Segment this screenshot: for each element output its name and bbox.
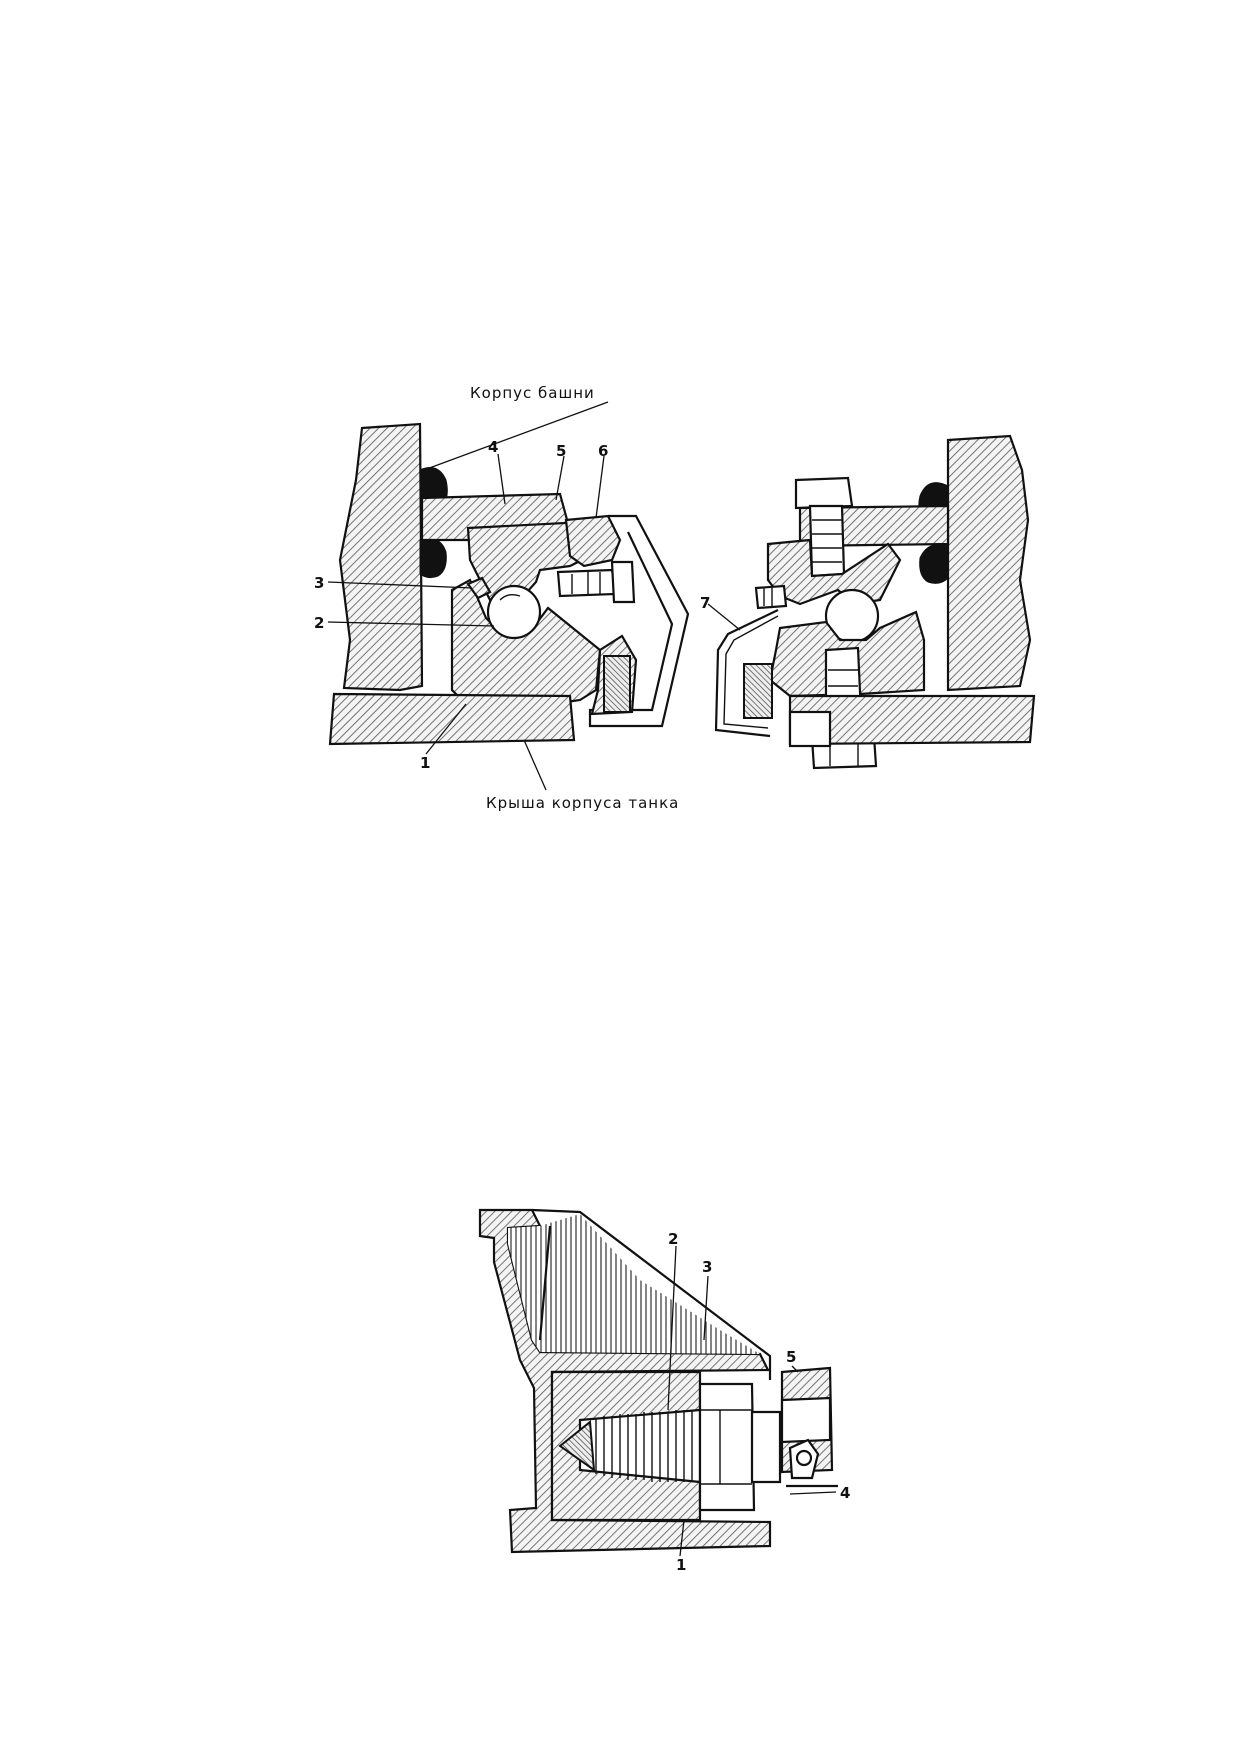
housing-slope-outline [531, 1208, 772, 1380]
ball-part-2 [486, 584, 542, 640]
plunger-tip [558, 1420, 596, 1473]
callout-2: 2 [314, 614, 324, 632]
f2-callout-2: 2 [668, 1230, 678, 1248]
leader-7 [707, 603, 741, 631]
leader-1 [425, 703, 467, 755]
callout-4: 4 [488, 438, 498, 456]
callout-5: 5 [556, 442, 566, 460]
left-section [328, 422, 690, 746]
bolt-left [556, 568, 618, 598]
label-tank-roof: Крыша корпуса танка [486, 794, 679, 812]
bolt-head-top-right [794, 476, 854, 510]
leader-4 [497, 453, 506, 505]
turret-body-wall-right [946, 434, 1032, 692]
figure-stopper-mechanism: 2 3 5 4 1 [478, 1208, 850, 1574]
leader-f2-5 [791, 1365, 799, 1373]
rod-part-2 [750, 1410, 782, 1484]
leader-5 [555, 455, 565, 501]
weld-lower-right [919, 544, 949, 584]
leader-turret-body [423, 401, 609, 471]
small-screw-right [754, 584, 788, 610]
clamp-part-6 [564, 514, 622, 568]
felt-seal-left [603, 655, 631, 713]
leader-2 [327, 621, 495, 627]
figure-turret-ring-bearing: Корпус башни 4 5 6 3 2 1 7 Крыша корпуса… [314, 384, 1036, 812]
f2-callout-4: 4 [840, 1484, 850, 1502]
cylinder-part-3 [698, 1382, 756, 1512]
label-turret-body: Корпус башни [470, 384, 595, 402]
spring-bore [578, 1408, 702, 1484]
housing-cavity [508, 1214, 760, 1354]
leader-f2-4 [789, 1491, 837, 1495]
handle-slot [780, 1396, 832, 1444]
shield-plate-part-7 [714, 609, 779, 738]
f2-callout-3: 3 [702, 1258, 712, 1276]
leader-3 [327, 581, 473, 589]
weld-lower-left [419, 538, 447, 579]
callout-3: 3 [314, 574, 324, 592]
f2-callout-5: 5 [786, 1348, 796, 1366]
callout-1: 1 [420, 754, 430, 772]
leader-f2-1 [679, 1519, 685, 1557]
leader-6 [595, 455, 605, 519]
tank-roof-plate-left [328, 692, 576, 746]
f2-callout-1: 1 [676, 1556, 686, 1574]
housing-inner-edge [538, 1225, 552, 1341]
shield-plate-left [588, 514, 690, 728]
leader-f2-3 [703, 1275, 709, 1341]
seal-part-3 [466, 576, 492, 600]
roof-hole-right [788, 710, 832, 748]
leader-f2-2 [667, 1245, 677, 1411]
callout-6: 6 [598, 442, 608, 460]
callout-7: 7 [700, 594, 710, 612]
bolt-head-left [610, 560, 636, 604]
felt-seal-right [743, 663, 773, 719]
right-section [714, 434, 1036, 770]
leader-roof [523, 739, 547, 791]
turret-body-wall-left [338, 422, 424, 692]
spring-coils [595, 1410, 693, 1482]
bolt-shank-top-right [808, 504, 846, 578]
